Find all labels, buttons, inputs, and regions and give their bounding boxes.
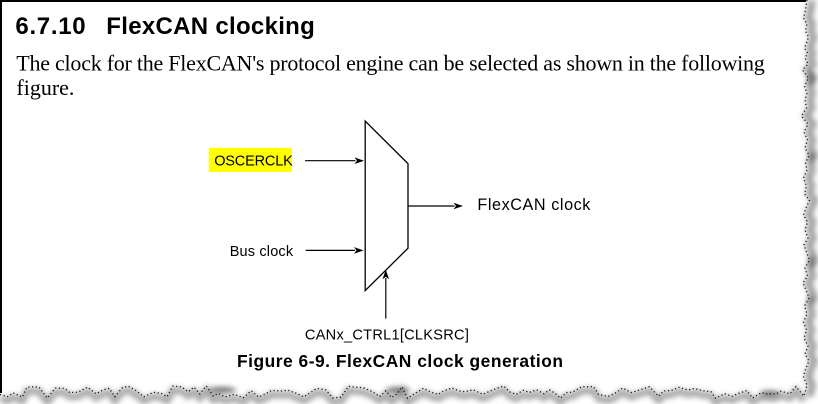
- svg-text:FlexCAN clock: FlexCAN clock: [477, 196, 591, 214]
- svg-text:figure.: figure.: [16, 75, 74, 100]
- svg-text:Bus clock: Bus clock: [230, 244, 294, 260]
- svg-text:FlexCAN clocking: FlexCAN clocking: [106, 13, 314, 40]
- svg-text:Figure 6-9. FlexCAN clock gene: Figure 6-9. FlexCAN clock generation: [237, 351, 563, 371]
- svg-text:6.7.10: 6.7.10: [15, 13, 85, 40]
- svg-text:The clock for the FlexCAN's pr: The clock for the FlexCAN's protocol eng…: [16, 51, 765, 76]
- svg-text:OSCERCLK: OSCERCLK: [214, 154, 293, 170]
- svg-text:CANx_CTRL1[CLKSRC]: CANx_CTRL1[CLKSRC]: [305, 327, 469, 343]
